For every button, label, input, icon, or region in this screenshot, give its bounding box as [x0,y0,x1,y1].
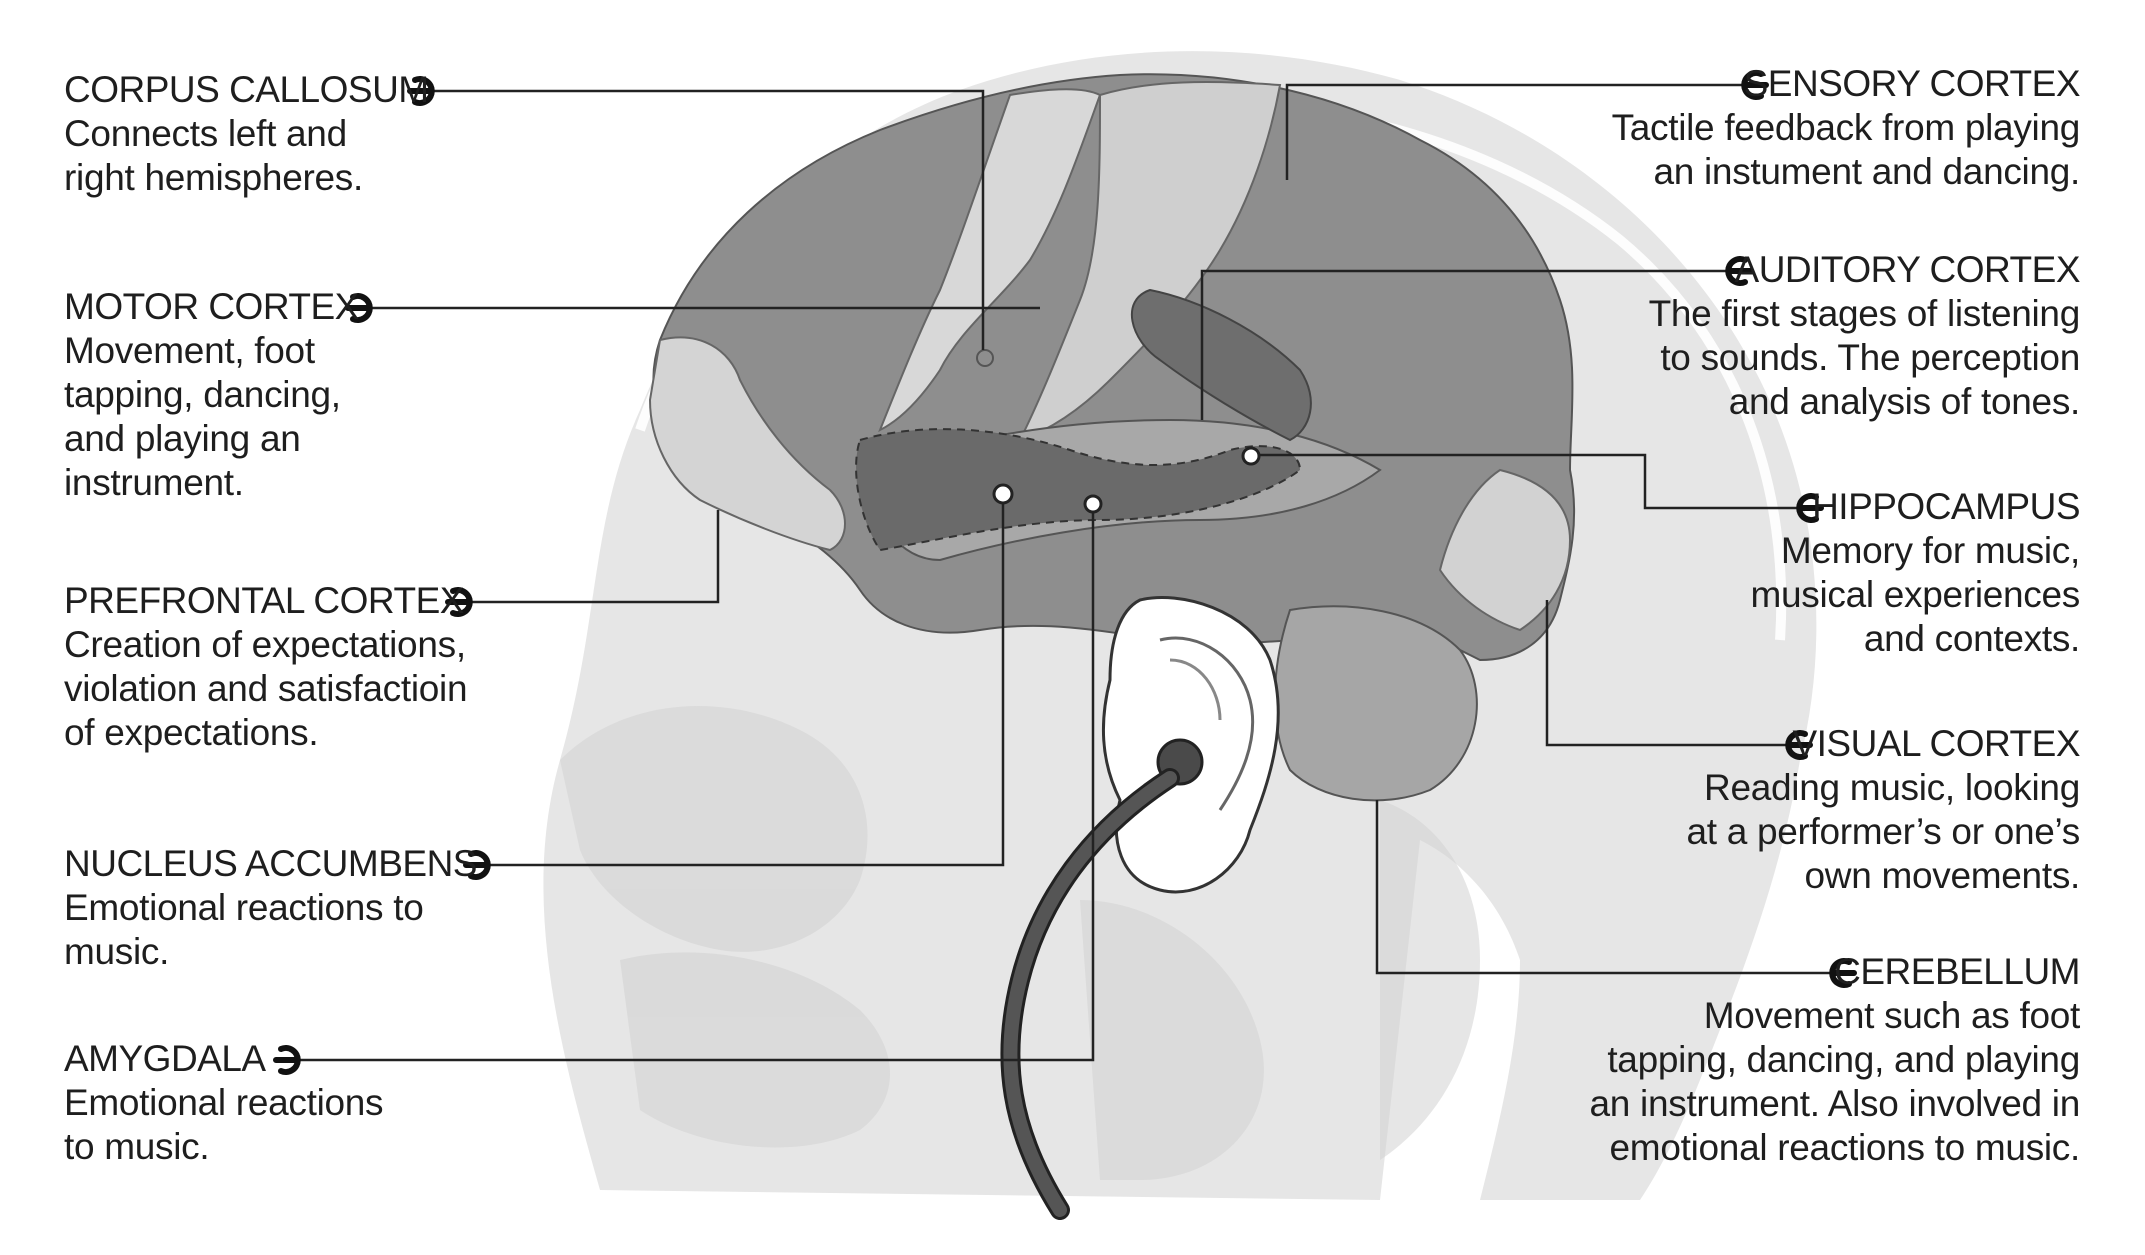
corpus-callosum-label: CORPUS CALLOSUM Connects left and right … [64,68,584,200]
amygdala-label: AMYGDALA Emotional reactions to music. [64,1037,584,1169]
auditory-cortex-leader [1200,269,1728,420]
prefrontal-cortex-desc: Creation of expectations, violation and … [64,624,468,753]
cerebellum-desc: Movement such as foot tapping, dancing, … [1589,995,2081,1168]
connector-icon [1796,493,1824,523]
sensory-strip [1018,81,1282,442]
connector-icon [445,587,473,617]
amygdala-leader [298,512,1095,1062]
leader-lines [298,83,1832,1062]
motor-cortex-label: MOTOR CORTEX Movement, foot tapping, dan… [64,285,584,505]
connector-icon [463,850,491,880]
corpus-callosum-leader [432,89,985,350]
prefrontal-leader [470,510,720,604]
visual-cortex-label: VISUAL CORTEX Reading music, looking at … [1560,722,2080,898]
prefrontal-cortex-label: PREFRONTAL CORTEX Creation of expectatio… [64,579,584,755]
connector-icon [1785,730,1813,760]
visual-region [1438,468,1572,632]
nucleus-accumbens-leader [488,503,1005,867]
hippocampus-label: HIPPOCAMPUS Memory for music, musical ex… [1560,485,2080,661]
auditory-cortex-title: AUDITORY CORTEX [1734,249,2081,290]
nucleus-accumbens-label: NUCLEUS ACCUMBENS Emotional reactions to… [64,842,584,974]
brain [648,73,1576,851]
prefrontal-cortex-title: PREFRONTAL CORTEX [64,580,464,621]
amygdala-desc: Emotional reactions to music. [64,1082,384,1167]
motor-cortex-title: MOTOR CORTEX [64,286,359,327]
corpus-callosum-desc: Connects left and right hemispheres. [64,113,363,198]
auditory-cortex-desc: The first stages of listening to sounds.… [1648,293,2081,422]
corpus-callosum-marker [976,349,994,367]
sensory-cortex-title: SENSORY CORTEX [1743,63,2081,104]
connector-icon [1741,70,1769,100]
nucleus-accumbens-desc: Emotional reactions to music. [64,887,424,972]
sensory-cortex-label: SENSORY CORTEX Tactile feedback from pla… [1560,62,2081,194]
hippocampus-marker [1241,446,1261,466]
connector-glyphs [273,70,1857,1075]
motor-cortex-desc: Movement, foot tapping, dancing, and pla… [64,330,341,503]
nucleus-accumbens-title: NUCLEUS ACCUMBENS [64,843,477,884]
hippocampus-leader [1259,453,1799,510]
auditory-band [1131,288,1312,442]
hippocampus-desc: Memory for music, musical experiences an… [1750,530,2080,659]
visual-cortex-desc: Reading music, looking at a performer’s … [1686,767,2080,896]
nucleus-accumbens-marker [992,483,1014,505]
skull-face-shading [560,706,1480,1180]
connector-icon [273,1045,301,1075]
auditory-cortex-label: AUDITORY CORTEX The first stages of list… [1560,248,2081,424]
connector-icon [345,293,373,323]
motor-strip [878,88,1102,433]
cerebellum-label: CEREBELLUM Movement such as foot tapping… [1560,950,2081,1170]
visual-cortex-leader [1545,600,1788,747]
limbic-band [855,428,1302,552]
visual-cortex-title: VISUAL CORTEX [1792,723,2080,764]
cerebellum-title: CEREBELLUM [1834,951,2080,992]
connector-icon [1829,958,1857,988]
earphone-cable [1000,738,1204,1220]
amygdala-title: AMYGDALA [64,1038,266,1079]
prefrontal-region [648,336,846,552]
sensory-cortex-leader [1285,83,1744,180]
connector-icon [407,76,435,106]
cerebellum-leader [1375,800,1832,975]
sensory-cortex-desc: Tactile feedback from playing an instume… [1611,107,2081,192]
corpus-callosum-title: CORPUS CALLOSUM [64,69,429,110]
amygdala-marker [1083,494,1103,514]
hippocampus-title: HIPPOCAMPUS [1812,486,2080,527]
connector-icon [1725,256,1753,286]
